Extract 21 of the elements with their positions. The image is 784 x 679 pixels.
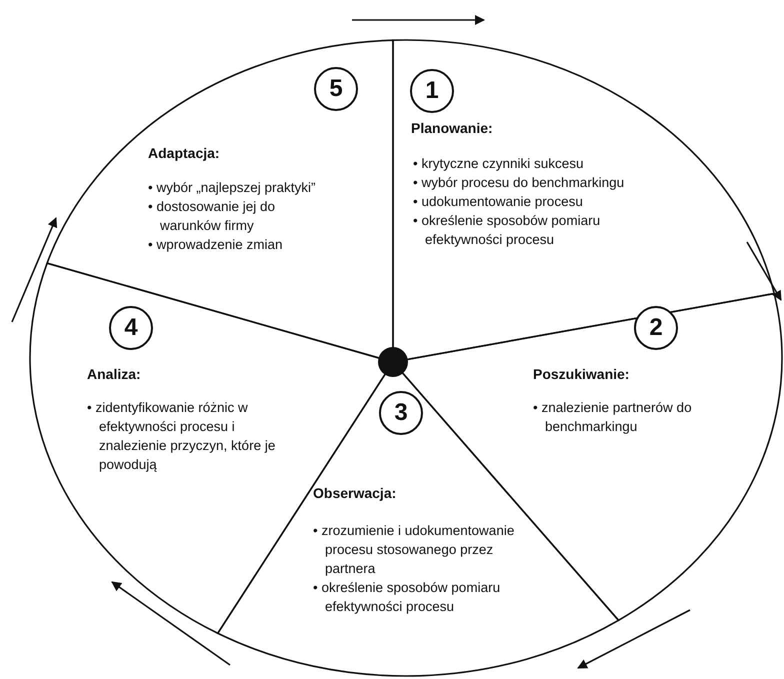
- section-heading: Poszukiwanie:: [533, 366, 630, 382]
- section-heading: Analiza:: [87, 366, 141, 382]
- section-heading: Planowanie:: [411, 120, 493, 136]
- bullet-item: • wybór procesu do benchmarkingu: [413, 174, 626, 192]
- number-circle: 3: [379, 391, 423, 435]
- bullet-item: • wprowadzenie zmian: [148, 236, 284, 254]
- section-heading: Obserwacja:: [313, 485, 396, 501]
- bullet-item: • zidentyfikowanie różnic w efektywności procesu i znalezienie przyczyn, które je powodują: [87, 399, 276, 474]
- number-circle: 5: [314, 67, 358, 111]
- bullet-item: • określenie sposobów pomiaru efektywności procesu: [413, 212, 602, 249]
- bullet-item: • udokumentowanie procesu: [413, 193, 584, 211]
- number-circle: 1: [410, 69, 454, 113]
- number-circle: 4: [109, 306, 153, 350]
- section-heading: Adaptacja:: [148, 145, 220, 161]
- bullet-item: • wybór „najlepszej praktyki”: [148, 179, 317, 197]
- bullet-item: • określenie sposobów pomiaru efektywności procesu: [313, 579, 502, 616]
- number-circle: 2: [634, 306, 678, 350]
- bullet-item: • znalezienie partnerów do benchmarkingu: [533, 399, 693, 436]
- bullet-item: • zrozumienie i udokumentowanie procesu stosowanego przez partnera: [313, 522, 516, 578]
- bullet-item: • krytyczne czynniki sukcesu: [413, 155, 585, 173]
- bullet-item: • dostosowanie jej do warunków firmy: [148, 198, 276, 235]
